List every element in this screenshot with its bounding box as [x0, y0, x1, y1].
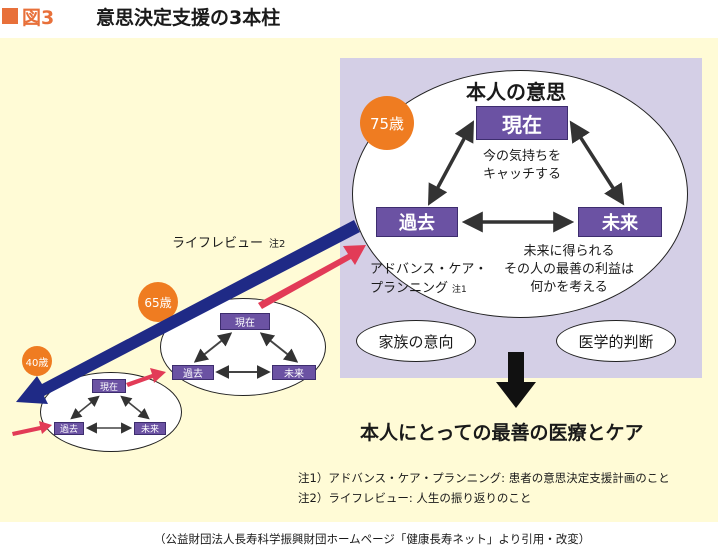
present-box-65: 現在 [220, 313, 270, 330]
arrow-40-past-present [70, 395, 100, 420]
acp-arrow-65-to-75 [258, 245, 366, 309]
figure-title: 意思決定支援の3本柱 [96, 7, 281, 29]
acp-label-line: プランニング [370, 281, 449, 296]
age-badge-75: 75歳 [360, 96, 414, 150]
result-text: 本人にとっての最善の医療とケア [360, 422, 644, 444]
footnote-1: 注1）アドバンス・ケア・プランニング: 患者の意思決定支援計画のこと [298, 471, 670, 485]
arrow-65-present-future [259, 332, 299, 363]
source-citation: （公益財団法人長寿科学振興財団ホームページ「健康長寿ネット」より引用・改変） [154, 532, 591, 546]
main-heading: 本人の意思 [466, 80, 566, 104]
arrow-65-past-present [193, 332, 233, 363]
life-review-arrow [16, 220, 360, 404]
arrow-present-future [569, 120, 625, 206]
result-down-arrow [496, 352, 536, 408]
present-note-line: キャッチする [482, 167, 561, 182]
figure-label: 図3 [22, 7, 55, 29]
present-box: 現在 [476, 106, 568, 140]
past-box: 過去 [376, 207, 458, 237]
age-badge-65: 65歳 [138, 282, 178, 322]
family-label: 家族の意向 [378, 333, 454, 351]
past-box-40: 過去 [54, 422, 84, 435]
age-badge-40: 40歳 [22, 346, 52, 376]
acp-label-line: アドバンス・ケア・ [370, 262, 488, 277]
acp-note-ref: 注1 [452, 285, 467, 295]
medical-ellipse [556, 320, 676, 362]
present-note-line: 今の気持ちを [482, 149, 561, 164]
future-box-40: 未来 [134, 422, 166, 435]
future-note-line: 何かを考える [530, 280, 608, 295]
life-review-text: ライフレビュー [172, 236, 264, 251]
acp-label: アドバンス・ケア・ プランニング注1 [370, 260, 487, 300]
life-review-label: ライフレビュー注2 [172, 232, 285, 251]
acp-arrow-40-to-65 [126, 368, 166, 387]
future-note: 未来に得られる その人の最善の利益は 何かを考える [474, 243, 664, 297]
family-ellipse [356, 320, 476, 362]
future-box: 未来 [578, 207, 662, 237]
past-box-65: 過去 [172, 365, 214, 380]
arrow-40-present-future [120, 395, 150, 420]
future-box-65: 未来 [272, 365, 316, 380]
footnote-2: 注2）ライフレビュー: 人生の振り返りのこと [298, 491, 532, 505]
life-review-note-ref: 注2 [269, 239, 286, 250]
present-box-40: 現在 [92, 379, 126, 393]
medical-label: 医学的判断 [578, 333, 654, 351]
figure-header: 図3 意思決定支援の3本柱 [0, 0, 718, 34]
arrow-past-present [428, 120, 474, 206]
future-note-line: その人の最善の利益は [503, 262, 634, 277]
future-note-line: 未来に得られる [523, 244, 615, 259]
present-note: 今の気持ちを キャッチする [468, 148, 576, 184]
figure-marker [2, 8, 18, 24]
acp-arrow-into-40 [12, 421, 52, 436]
